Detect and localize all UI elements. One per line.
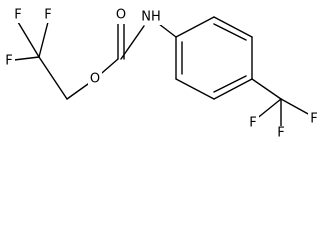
bond-nh-to-ring [158,23,177,38]
ring-bond-2 [213,16,253,38]
bond-cf3-left-to-f-top-right [38,21,49,58]
f-label: F [14,8,21,23]
f-label: F [277,126,284,141]
bond-carbonyl-c-to-nh [120,25,145,60]
bond-ring-to-cf3-right [251,78,282,100]
atom-f-left: F [3,53,15,69]
bond-cf3-right-to-f-bottom-left [254,98,282,121]
label-mask [247,116,259,131]
bond-cf3-left-to-f-top-left [17,21,40,58]
atom-carbonyl-o: O [114,8,128,24]
ring-bond-5 [175,78,215,100]
atom-f-bottom-left: F [247,116,259,131]
ring-inner-bond-bottom [213,75,247,93]
ring-bond-1 [175,16,215,38]
bond-cf3-left-to-f-left [13,56,40,61]
f-label: F [5,54,12,69]
label-mask [88,71,102,87]
o-label: O [116,8,126,23]
nh-label: NH [141,10,161,25]
bonds [13,16,311,129]
bond-cf3-left-to-ch2 [38,56,68,100]
label-mask [114,8,128,24]
molecule-structure-diagram: F F F O O NH F F [3,7,320,141]
label-mask [3,53,15,68]
label-mask [275,126,287,141]
label-mask [308,112,320,127]
f-label: F [249,116,256,131]
atom-f-top-left: F [12,8,24,23]
atom-f-bottom: F [275,126,287,141]
atom-f-right: F [308,112,320,127]
atom-ester-o: O [88,71,102,87]
ring-inner-bond-top [213,23,247,41]
label-mask [42,8,54,23]
ring-bond-4 [213,78,253,100]
f-label: F [310,112,317,127]
label-mask [12,8,24,23]
atom-nh: NH [140,9,162,25]
o-label: O [90,72,100,87]
f-label: F [44,8,51,23]
atom-labels: F F F O O NH F F [3,8,320,141]
bond-cf3-right-to-f-right [280,98,311,116]
label-mask [140,9,162,25]
atom-f-top-right: F [42,8,54,23]
